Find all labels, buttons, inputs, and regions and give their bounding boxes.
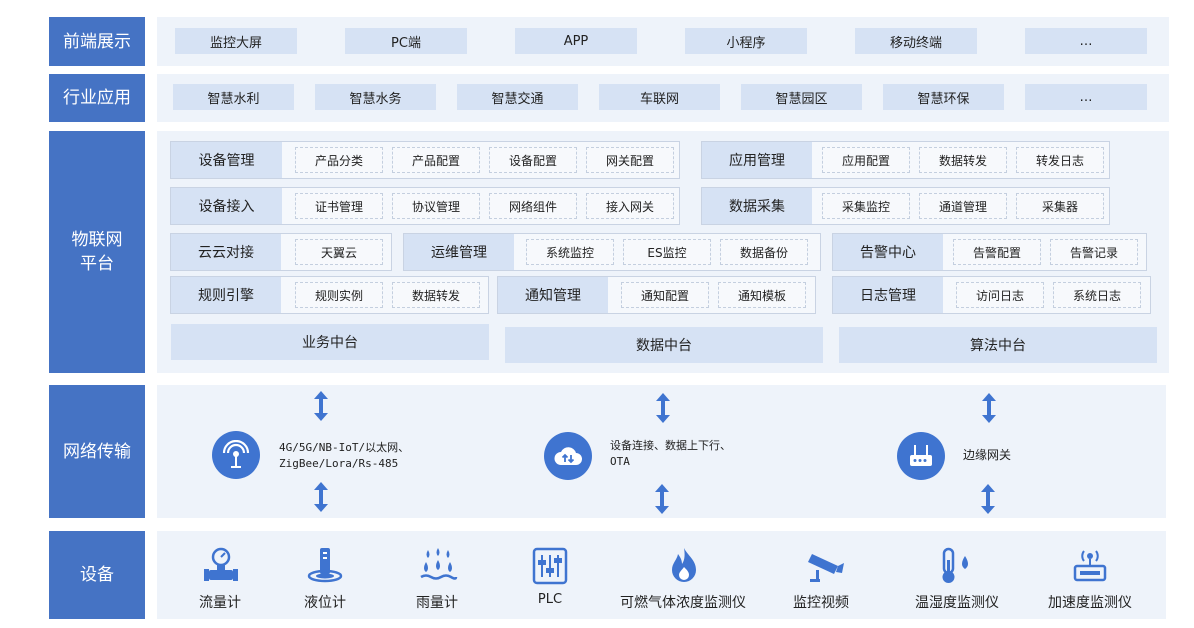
sub-notify-config: 通知配置	[621, 282, 709, 308]
chip-smart-water-conservancy: 智慧水利	[173, 84, 294, 110]
router-icon	[897, 432, 945, 480]
sub-data-forward: 数据转发	[919, 147, 1007, 173]
sub-access-log: 访问日志	[956, 282, 1044, 308]
row-label-network: 网络传输	[49, 385, 145, 518]
sub-notify-template: 通知模板	[718, 282, 806, 308]
bidirectional-arrow-icon	[655, 484, 669, 514]
sub-tianyi-cloud: 天翼云	[295, 239, 383, 265]
sub-collect-monitor: 采集监控	[822, 193, 910, 219]
chip-smart-park: 智慧园区	[741, 84, 862, 110]
plc-icon	[532, 547, 568, 585]
sub-rule-data-forward: 数据转发	[392, 282, 480, 308]
bidirectional-arrow-icon	[981, 484, 995, 514]
edge-gateway-text: 边缘网关	[963, 448, 1012, 462]
bar-business-platform: 业务中台	[171, 324, 489, 360]
device-label-gas-detector: 可燃气体浓度监测仪	[620, 595, 746, 611]
chip-monitor-screen: 监控大屏	[175, 28, 297, 54]
cloud-sync-icon	[544, 432, 592, 480]
bidirectional-arrow-icon	[656, 393, 670, 423]
sub-data-backup: 数据备份	[720, 239, 808, 265]
device-label-temp-humidity: 温湿度监测仪	[915, 595, 999, 611]
vibration-icon	[1073, 550, 1107, 582]
sub-alarm-record: 告警记录	[1050, 239, 1138, 265]
chip-more-industry: …	[1025, 84, 1147, 110]
device-label-video-monitor: 监控视频	[793, 595, 849, 611]
chip-more-frontend: …	[1025, 28, 1147, 54]
bar-data-platform: 数据中台	[505, 327, 823, 363]
sub-app-config: 应用配置	[822, 147, 910, 173]
sub-alarm-config: 告警配置	[953, 239, 1041, 265]
group-title-notify: 通知管理	[498, 277, 608, 313]
network-connection-text: 设备连接、数据上下行、 OTA	[610, 439, 731, 468]
sub-device-config: 设备配置	[489, 147, 577, 173]
group-title-device-mgmt: 设备管理	[171, 142, 282, 178]
row-label-frontend: 前端展示	[49, 17, 145, 66]
row-panel-frontend	[157, 17, 1169, 66]
group-title-alarm: 告警中心	[833, 234, 943, 270]
group-title-data-collect: 数据采集	[702, 188, 812, 224]
sub-channel-mgmt: 通道管理	[919, 193, 1007, 219]
row-label-devices: 设备	[49, 531, 145, 619]
flow-meter-icon	[204, 547, 238, 581]
chip-mobile-terminal: 移动终端	[855, 28, 977, 54]
sub-product-config: 产品配置	[392, 147, 480, 173]
antenna-icon	[212, 431, 260, 479]
sub-protocol-mgmt: 协议管理	[392, 193, 480, 219]
sub-product-category: 产品分类	[295, 147, 383, 173]
device-label-plc: PLC	[537, 592, 563, 607]
group-title-cloud: 云云对接	[171, 234, 281, 270]
group-title-app-mgmt: 应用管理	[702, 142, 812, 178]
row-label-platform: 物联网 平台	[49, 131, 145, 373]
chip-app: APP	[515, 28, 637, 54]
sub-es-monitor: ES监控	[623, 239, 711, 265]
sub-access-gateway: 接入网关	[586, 193, 674, 219]
sub-collector: 采集器	[1016, 193, 1104, 219]
sub-forward-log: 转发日志	[1016, 147, 1104, 173]
chip-smart-traffic: 智慧交通	[457, 84, 578, 110]
rain-gauge-icon	[420, 548, 458, 580]
sub-network-component: 网络组件	[489, 193, 577, 219]
chip-smart-env: 智慧环保	[883, 84, 1004, 110]
device-label-level-meter: 液位计	[304, 595, 346, 611]
sub-system-monitor: 系统监控	[526, 239, 614, 265]
row-label-industry: 行业应用	[49, 74, 145, 122]
group-title-log: 日志管理	[833, 277, 943, 313]
group-title-ops: 运维管理	[404, 234, 514, 270]
chip-iov: 车联网	[599, 84, 720, 110]
device-label-accelerometer: 加速度监测仪	[1048, 595, 1132, 611]
chip-mini-program: 小程序	[685, 28, 807, 54]
level-meter-icon	[307, 548, 343, 583]
chip-smart-water: 智慧水务	[315, 84, 436, 110]
flame-icon	[672, 548, 696, 582]
group-title-device-access: 设备接入	[171, 188, 282, 224]
camera-icon	[808, 554, 844, 582]
sub-gateway-config: 网关配置	[586, 147, 674, 173]
group-title-rule: 规则引擎	[171, 277, 281, 313]
device-label-rain-gauge: 雨量计	[416, 595, 458, 611]
device-label-flow-meter: 流量计	[199, 595, 241, 611]
chip-pc: PC端	[345, 28, 467, 54]
sub-rule-instance: 规则实例	[295, 282, 383, 308]
sub-system-log: 系统日志	[1053, 282, 1141, 308]
bidirectional-arrow-icon	[982, 393, 996, 423]
thermometer-icon	[942, 547, 968, 583]
bidirectional-arrow-icon	[314, 482, 328, 512]
network-protocols-text: 4G/5G/NB-IoT/以太网、 ZigBee/Lora/Rs-485	[279, 441, 410, 470]
sub-cert-mgmt: 证书管理	[295, 193, 383, 219]
bidirectional-arrow-icon	[314, 391, 328, 421]
bar-algorithm-platform: 算法中台	[839, 327, 1157, 363]
